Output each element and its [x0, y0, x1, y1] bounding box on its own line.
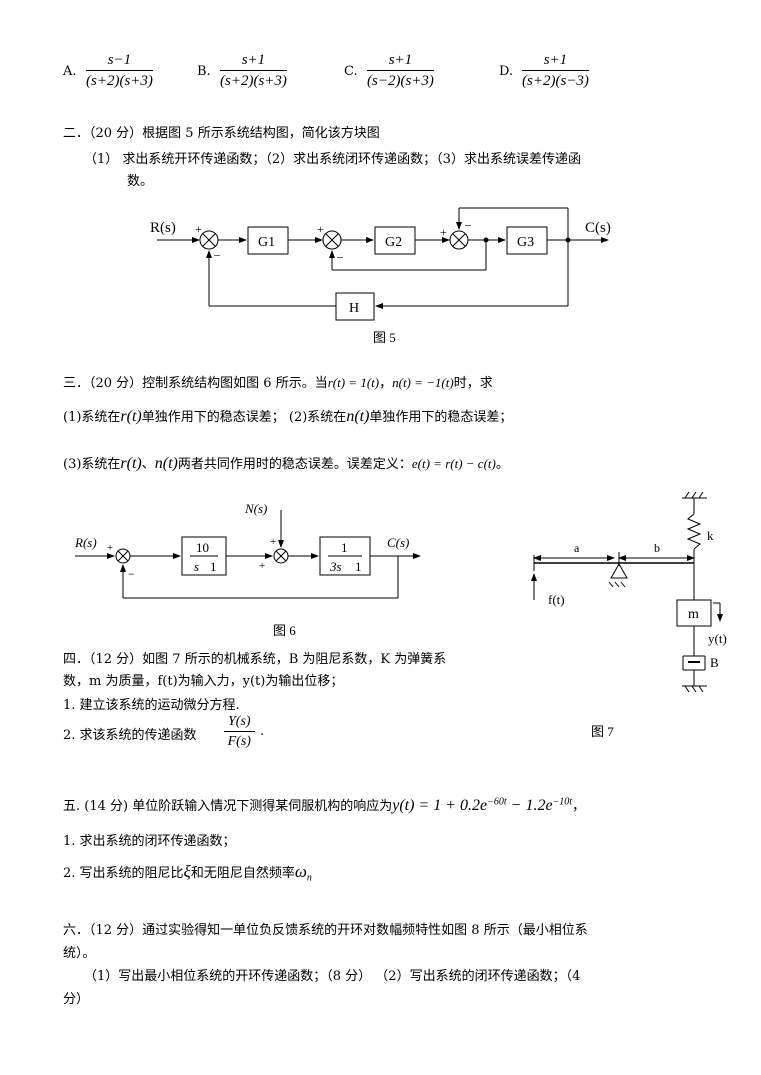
fig5-input-label: R(s) [150, 220, 176, 236]
q6-line3: （1）写出最小相位系统的开环传递函数；（8 分） （2）写出系统的闭环传递函数；… [84, 969, 581, 984]
option-d-letter: D. [499, 64, 514, 79]
pivot [610, 562, 628, 579]
option-a-fraction: s−1 (s+2)(s+3) [86, 52, 153, 89]
q5-item1: 1. 求出系统的闭环传递函数； [63, 834, 236, 849]
sum2-plus: + [317, 222, 324, 236]
fig5-caption: 图 5 [373, 330, 396, 345]
q2-line1: （1） 求出系统开环传递函数；（2）求出系统闭环传递函数；（3）求出系统误差传递… [84, 152, 581, 167]
fig7-caption: 图 7 [591, 724, 614, 739]
q4-transfer-function: Y(s) F(s) [224, 714, 255, 750]
q4-tf-end: . [260, 724, 265, 739]
q4-line1: 四．（12 分）如图 7 所示的机械系统，B 为阻尼系数，K 为弹簧系 [63, 652, 447, 667]
sum3-plus: + [440, 225, 447, 239]
fig7-b-label: b [654, 541, 660, 555]
sum1-minus: – [213, 247, 221, 261]
sum1-plus: + [195, 222, 202, 236]
fig6-caption: 图 6 [273, 623, 296, 638]
fig7-y-label: y(t) [708, 631, 727, 646]
q4-item1: 1. 建立该系统的运动微分方程. [63, 698, 240, 713]
option-c-letter: C. [344, 64, 358, 79]
q3-heading: 三．（20 分）控制系统结构图如图 6 所示。当r(t) = 1(t)，n(t)… [63, 375, 493, 391]
fig6-input-label: R(s) [74, 535, 97, 550]
g3-label: G3 [517, 235, 534, 250]
fig6-b1-num: 10 [196, 540, 209, 555]
g1-label: G1 [258, 235, 275, 250]
fig7-a-label: a [574, 541, 580, 555]
g2-label: G2 [385, 235, 402, 250]
q4-item2: 2. 求该系统的传递函数 [63, 728, 197, 743]
q5-heading: 五. (14 分) 单位阶跃输入情况下测得某伺服机构的响应为y(t) = 1 +… [63, 796, 586, 814]
option-b-letter: B. [197, 64, 211, 79]
q6-line4: 分） [63, 992, 90, 1007]
fig6-sum2-plus-top: + [270, 536, 276, 548]
q3-sub1: (1)系统在r(t)单独作用下的稳态误差； (2)系统在n(t)单独作用下的稳态… [63, 408, 513, 425]
q6-line1: 六．（12 分）通过实验得知一单位负反馈系统的开环对数幅频特性如图 8 所示（最… [63, 923, 588, 938]
fig5-output-label: C(s) [585, 220, 611, 236]
fig7-k-label: k [707, 528, 714, 543]
q4-line2: 数，m 为质量，f(t)为输入力，y(t)为输出位移； [63, 674, 344, 689]
fig7-m-label: m [688, 607, 699, 622]
fig6-sum1-plus: + [107, 542, 113, 554]
option-b-fraction: s+1 (s+2)(s+3) [220, 52, 287, 89]
q3-sub3: (3)系统在r(t)、n(t)两者共同作用时的稳态误差。误差定义：e(t) = … [63, 455, 509, 472]
option-c-fraction: s+1 (s−2)(s+3) [367, 52, 434, 89]
sum2-minus: – [336, 249, 344, 263]
fig7-f-label: f(t) [548, 592, 565, 607]
fig6-b1-den-l: s [194, 559, 199, 574]
fig6-b2-den-r: 1 [355, 559, 362, 574]
fig6-b2-num: 1 [341, 540, 348, 555]
sum3-minus: – [464, 217, 472, 231]
fig6-sum1-minus: − [128, 567, 135, 581]
option-d-fraction: s+1 (s+2)(s−3) [522, 52, 589, 89]
fig6-sum2-plus-left: + [259, 560, 265, 572]
fig6-output-label: C(s) [387, 535, 409, 550]
spring [686, 513, 702, 550]
option-a-letter: A. [63, 64, 77, 79]
fig7-B-label: B [710, 655, 719, 670]
fig6-disturbance-label: N(s) [244, 501, 267, 516]
h-label: H [349, 301, 359, 316]
q5-item2: 2. 写出系统的阻尼比ξ和无阻尼自然频率ωn [63, 862, 312, 884]
q2-heading: 二．（20 分）根据图 5 所示系统结构图，简化该方块图 [63, 126, 380, 141]
fig6-b1-den-r: 1 [210, 559, 217, 574]
q2-line2: 数。 [127, 174, 154, 189]
q6-line2: 统）。 [63, 946, 96, 961]
fig6-b2-den-l: 3s [329, 559, 342, 574]
